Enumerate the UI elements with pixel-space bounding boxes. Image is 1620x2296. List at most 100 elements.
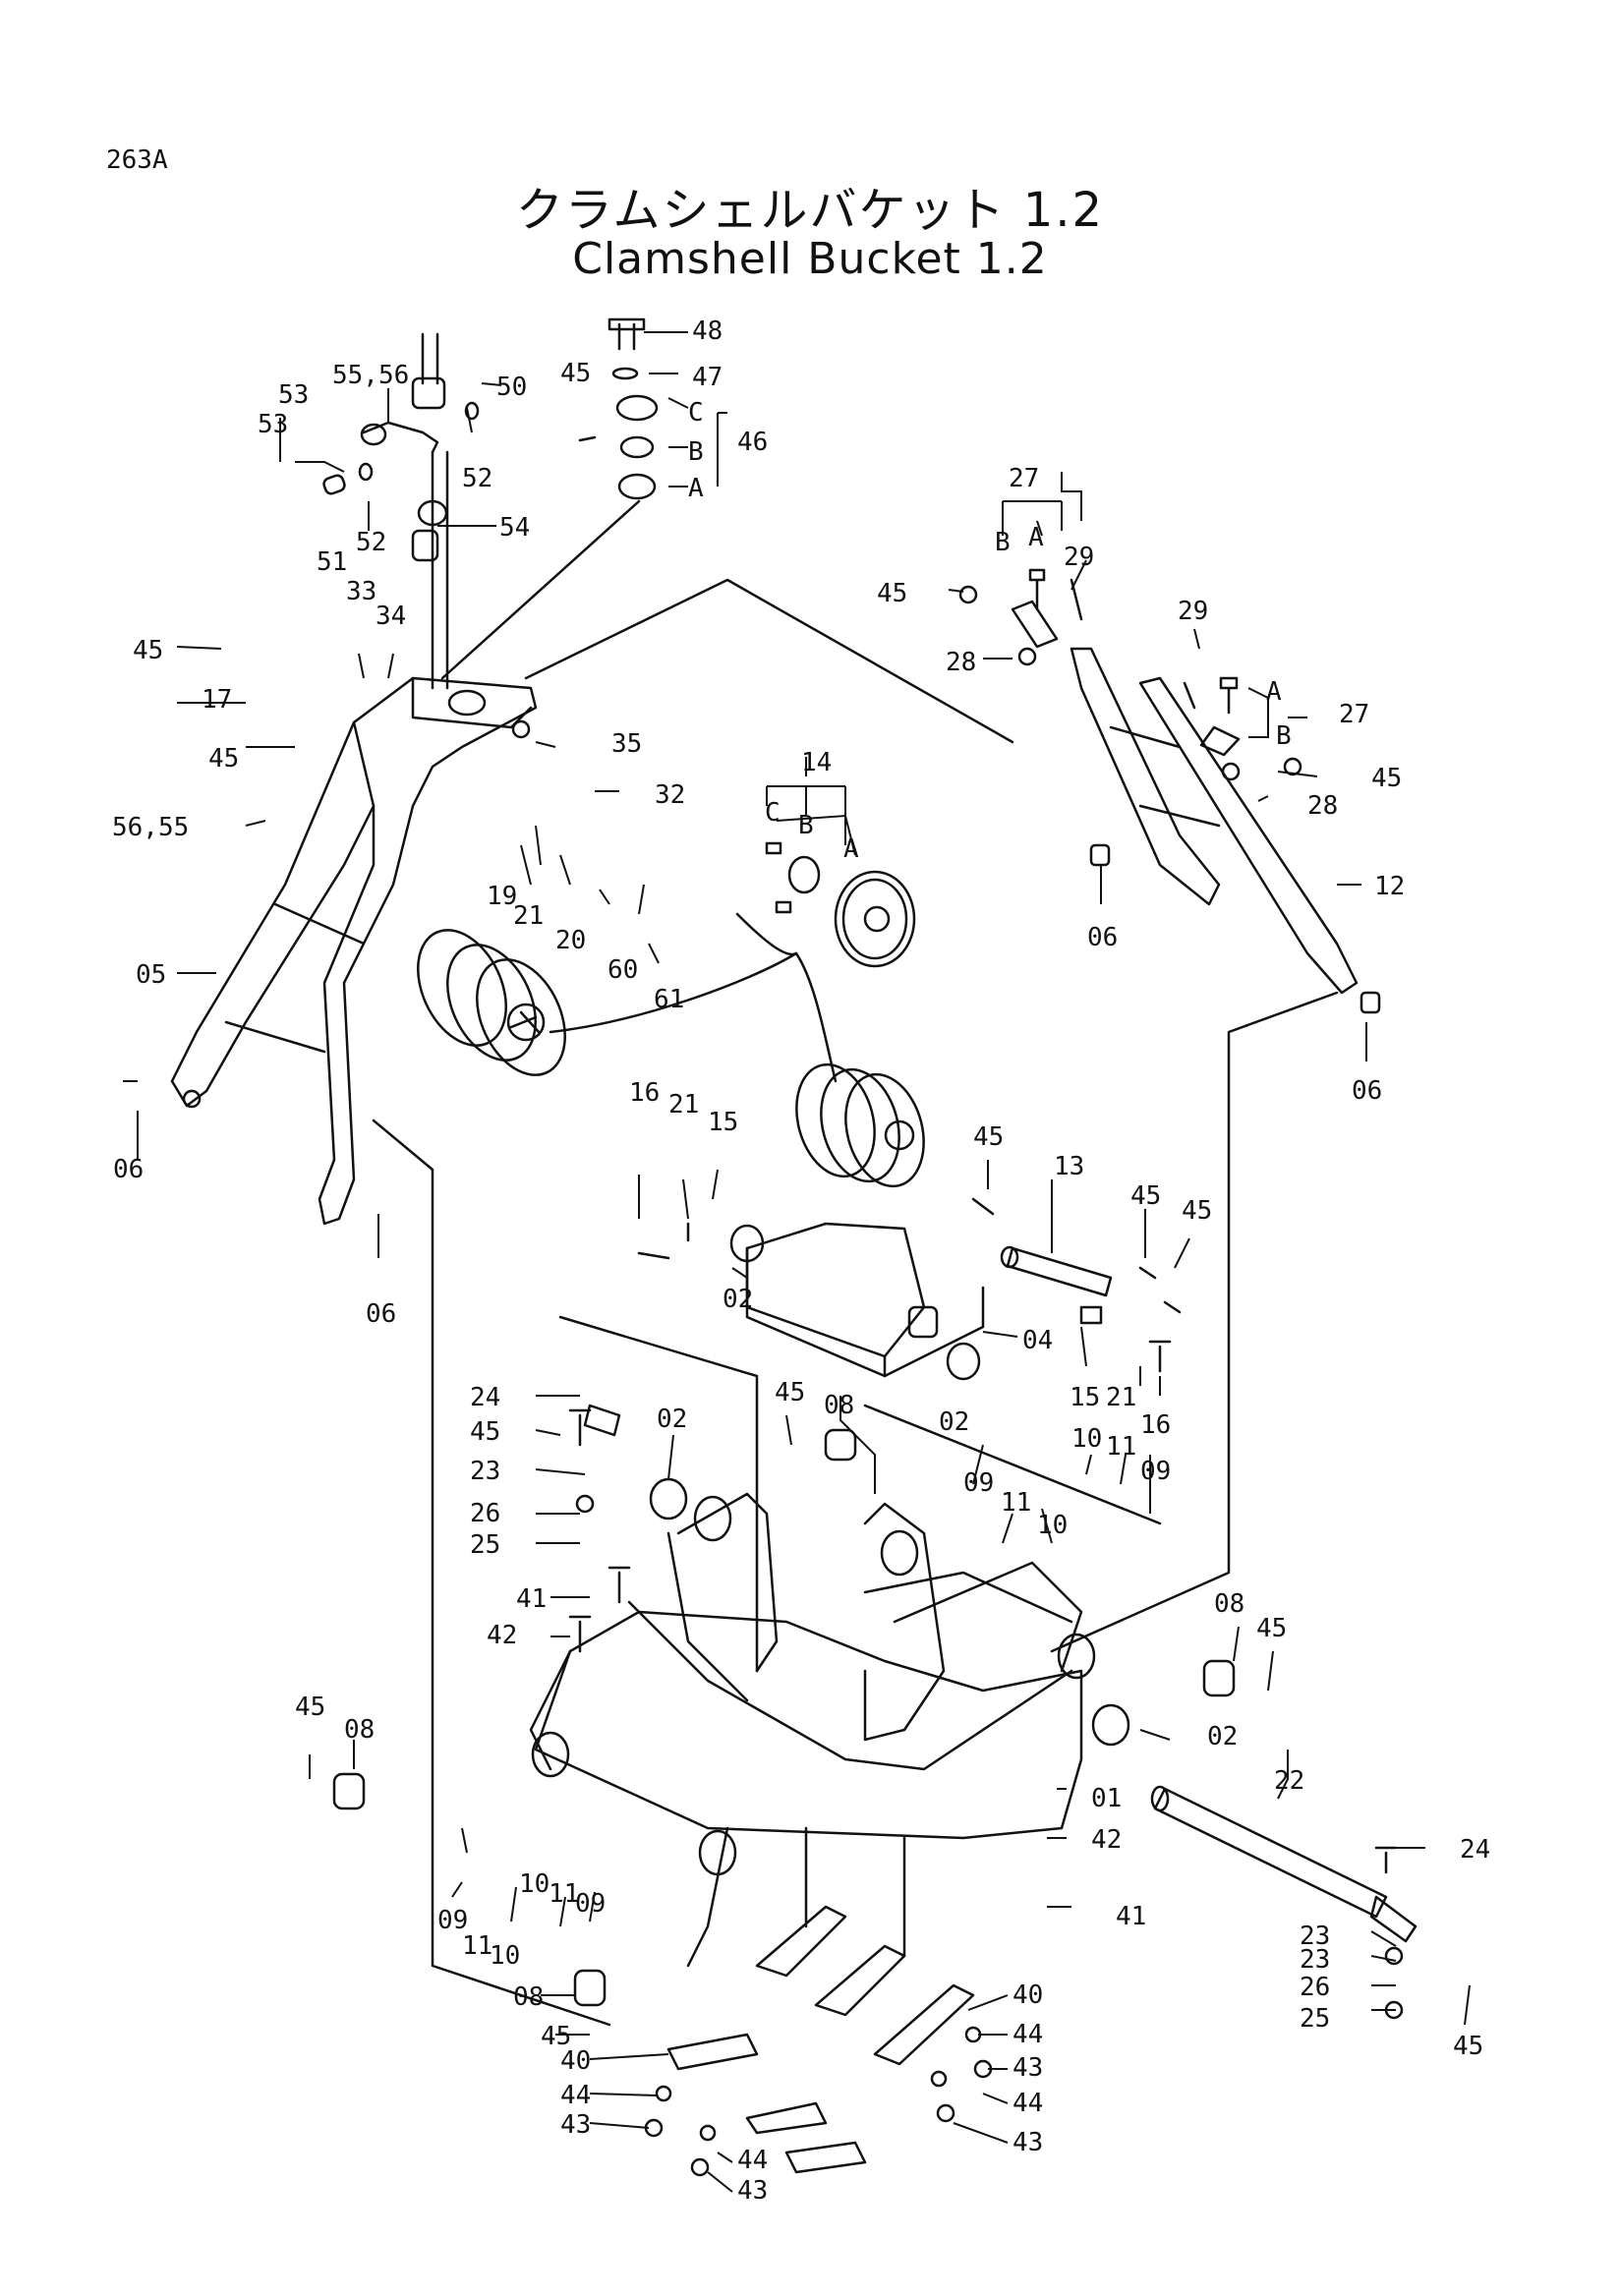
sheave-detail <box>765 841 916 968</box>
label-42a: 42 <box>487 1621 517 1650</box>
label-29a: 29 <box>1064 543 1094 572</box>
label-09b: 09 <box>1140 1457 1171 1486</box>
label-56-55: 56,55 <box>112 813 189 842</box>
label-45e: 45 <box>1371 764 1402 793</box>
label-45n: 45 <box>541 2022 571 2051</box>
label-52b: 52 <box>356 528 386 557</box>
label-45l: 45 <box>295 1693 325 1722</box>
label-44d: 44 <box>737 2146 768 2175</box>
label-24a: 24 <box>470 1383 500 1412</box>
label-41a: 41 <box>516 1584 547 1614</box>
label-06d: 06 <box>1352 1076 1382 1106</box>
label-19: 19 <box>487 882 517 911</box>
label-53b: 53 <box>258 410 288 439</box>
label-27a-top: A <box>1028 523 1044 552</box>
upper-frame-left <box>170 676 538 1226</box>
label-14a: A <box>843 834 859 864</box>
label-17: 17 <box>202 685 232 715</box>
label-06c: 06 <box>1087 923 1118 952</box>
label-14c: C <box>765 798 781 828</box>
label-47: 47 <box>692 363 723 392</box>
label-60: 60 <box>608 955 638 985</box>
label-11b: 11 <box>1106 1432 1136 1462</box>
label-08a: 08 <box>824 1391 854 1420</box>
label-46a: A <box>688 474 704 503</box>
label-21a: 21 <box>513 901 544 931</box>
label-53a: 53 <box>278 380 309 410</box>
label-10c: 10 <box>519 1869 550 1899</box>
label-11d: 11 <box>462 1931 492 1961</box>
label-34: 34 <box>376 602 406 631</box>
label-43c: 43 <box>560 2110 591 2140</box>
label-14b: B <box>798 811 814 840</box>
label-02a: 02 <box>723 1285 753 1314</box>
center-sheave-box <box>729 1062 985 1381</box>
label-51: 51 <box>317 547 347 577</box>
label-12: 12 <box>1374 872 1405 901</box>
label-10d: 10 <box>490 1941 520 1971</box>
label-33: 33 <box>346 577 376 606</box>
label-45b: 45 <box>133 636 163 665</box>
label-45f: 45 <box>973 1122 1004 1152</box>
label-43a: 43 <box>1012 2053 1043 2083</box>
label-25a: 25 <box>470 1530 500 1560</box>
label-26b: 26 <box>1300 1973 1330 2002</box>
label-46b: B <box>688 437 704 467</box>
label-28a: 28 <box>946 648 976 677</box>
label-05: 05 <box>136 960 166 990</box>
label-46: 46 <box>737 428 768 457</box>
label-40b: 40 <box>1012 1980 1043 2010</box>
label-48: 48 <box>692 316 723 346</box>
label-14: 14 <box>801 748 832 777</box>
label-15a: 15 <box>708 1108 738 1137</box>
label-45k: 45 <box>1256 1614 1287 1643</box>
label-09c: 09 <box>575 1889 606 1919</box>
lower-bucket <box>529 1492 1096 1968</box>
label-45h: 45 <box>1182 1196 1212 1226</box>
label-06a: 06 <box>113 1155 144 1184</box>
label-50: 50 <box>496 373 527 402</box>
label-35: 35 <box>611 729 642 759</box>
pulley-block-top <box>322 332 480 690</box>
label-27a: 27 <box>1009 464 1039 493</box>
upper-frame-right <box>1070 647 1381 1014</box>
title-japanese: クラムシェルバケット 1.2 <box>515 183 1105 238</box>
label-22: 22 <box>1274 1766 1304 1796</box>
label-52a: 52 <box>462 464 492 493</box>
label-45d: 45 <box>877 579 907 608</box>
label-54: 54 <box>499 513 530 543</box>
label-20: 20 <box>555 926 586 955</box>
label-08c: 08 <box>344 1715 375 1745</box>
label-10b: 10 <box>1071 1424 1102 1454</box>
label-45g: 45 <box>1130 1181 1161 1211</box>
label-27b-top: B <box>995 528 1011 557</box>
label-02b: 02 <box>939 1407 969 1437</box>
label-27b-right: B <box>1276 721 1292 751</box>
label-55-56: 55,56 <box>332 361 409 390</box>
label-09a: 09 <box>963 1468 994 1498</box>
label-09d: 09 <box>437 1906 468 1935</box>
label-46c: C <box>688 398 704 428</box>
label-27a-right: A <box>1266 677 1282 707</box>
label-11a: 11 <box>1001 1488 1031 1518</box>
label-27b: 27 <box>1339 700 1369 729</box>
label-21b: 21 <box>668 1090 699 1119</box>
label-23a: 23 <box>470 1457 500 1486</box>
label-28b: 28 <box>1307 791 1338 821</box>
label-10a: 10 <box>1037 1511 1068 1540</box>
label-40a: 40 <box>560 2046 591 2076</box>
label-32: 32 <box>655 780 685 810</box>
label-06b: 06 <box>366 1299 396 1329</box>
label-01: 01 <box>1091 1784 1122 1813</box>
label-24b: 24 <box>1460 1835 1490 1865</box>
label-45m: 45 <box>1453 2032 1483 2061</box>
label-08d: 08 <box>513 1982 544 2012</box>
label-45c: 45 <box>208 744 239 774</box>
label-16b: 16 <box>1140 1410 1171 1440</box>
label-16a: 16 <box>629 1078 660 1108</box>
label-13: 13 <box>1054 1152 1084 1181</box>
label-43d: 43 <box>737 2176 768 2206</box>
label-44c: 44 <box>560 2081 591 2110</box>
title-english: Clamshell Bucket 1.2 <box>572 234 1048 284</box>
